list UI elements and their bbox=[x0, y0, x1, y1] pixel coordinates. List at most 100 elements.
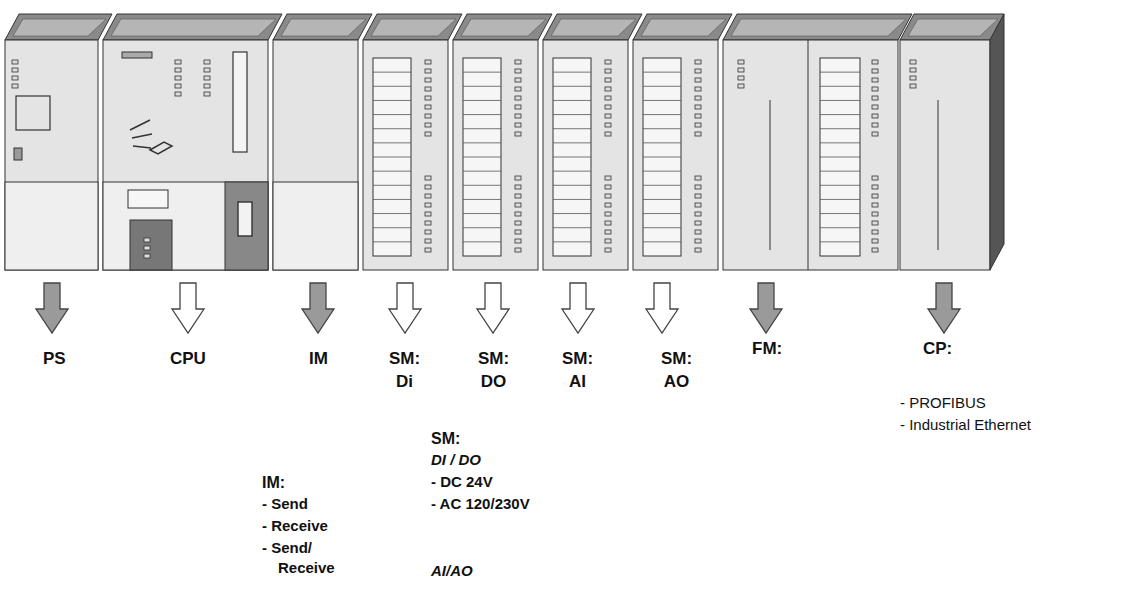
label-strip-row bbox=[820, 72, 860, 73]
signal-type: DI / DO bbox=[431, 450, 481, 470]
led bbox=[738, 60, 744, 64]
module-top bbox=[543, 14, 642, 40]
led bbox=[872, 176, 878, 180]
label-strip-row bbox=[820, 171, 860, 172]
label-strip-row bbox=[643, 100, 681, 101]
led bbox=[695, 87, 701, 91]
label-holder: - Send bbox=[262, 494, 308, 514]
led bbox=[910, 68, 916, 72]
led bbox=[425, 87, 431, 91]
led bbox=[872, 132, 878, 136]
label-holder: - DC 24V bbox=[431, 472, 493, 492]
led bbox=[204, 92, 210, 96]
label-holder: - Send/ Receive bbox=[262, 538, 370, 579]
rack-end-side bbox=[990, 14, 1004, 270]
cpu-mmc-cover bbox=[130, 220, 172, 270]
label-strip-row bbox=[463, 171, 501, 172]
label-strip-row bbox=[373, 241, 411, 242]
label-strip-row bbox=[463, 213, 501, 214]
led bbox=[695, 78, 701, 82]
led bbox=[515, 105, 521, 109]
label-holder: DI / DO bbox=[431, 450, 481, 470]
label-strip-row bbox=[553, 86, 591, 87]
led bbox=[872, 185, 878, 189]
led bbox=[910, 60, 916, 64]
led bbox=[12, 76, 18, 80]
led bbox=[605, 203, 611, 207]
label-strip-row bbox=[820, 128, 860, 129]
led bbox=[425, 132, 431, 136]
fm-groove bbox=[770, 100, 771, 250]
label-strip-row bbox=[553, 241, 591, 242]
led bbox=[872, 212, 878, 216]
signal-type: AI/AO bbox=[431, 561, 473, 581]
label-strip-row bbox=[373, 185, 411, 186]
label-holder: PS bbox=[43, 348, 66, 371]
module-top-slot bbox=[111, 19, 276, 36]
label-strip-row bbox=[643, 199, 681, 200]
led bbox=[425, 105, 431, 109]
module-front bbox=[900, 40, 990, 270]
led bbox=[605, 105, 611, 109]
led bbox=[872, 96, 878, 100]
module-top bbox=[5, 14, 112, 40]
led bbox=[12, 60, 18, 64]
label-holder: CP: bbox=[923, 338, 952, 361]
module-top bbox=[723, 14, 912, 40]
module-name: PS bbox=[43, 348, 66, 371]
led bbox=[605, 132, 611, 136]
module-top-slot bbox=[281, 19, 366, 36]
interface-module bbox=[273, 14, 372, 270]
led bbox=[695, 123, 701, 127]
label-strip-row bbox=[373, 213, 411, 214]
module-name: CP: bbox=[923, 338, 952, 361]
label-strip-row bbox=[373, 100, 411, 101]
module-front bbox=[273, 40, 358, 270]
led bbox=[515, 69, 521, 73]
led bbox=[515, 239, 521, 243]
led bbox=[872, 114, 878, 118]
label-holder: - AC 120/230V bbox=[431, 494, 530, 514]
led bbox=[425, 212, 431, 216]
label-strip-row bbox=[463, 199, 501, 200]
label-strip-row bbox=[643, 86, 681, 87]
down-arrow bbox=[750, 283, 782, 333]
led bbox=[175, 68, 181, 72]
label-strip-row bbox=[553, 199, 591, 200]
led bbox=[605, 78, 611, 82]
label-strip-row bbox=[820, 86, 860, 87]
signal-module bbox=[363, 14, 462, 270]
lower-cover bbox=[103, 182, 268, 270]
label-holder: SM: Di bbox=[389, 348, 420, 394]
network-type: - Industrial Ethernet bbox=[900, 415, 1031, 435]
led bbox=[515, 60, 521, 64]
down-arrow bbox=[928, 283, 960, 333]
label-strip bbox=[373, 58, 411, 256]
label-strip-row bbox=[553, 171, 591, 172]
led bbox=[910, 76, 916, 80]
led bbox=[605, 221, 611, 225]
led bbox=[425, 221, 431, 225]
led bbox=[515, 123, 521, 127]
led bbox=[695, 185, 701, 189]
label-strip-row bbox=[553, 227, 591, 228]
label-strip-row bbox=[820, 227, 860, 228]
label-strip-row bbox=[643, 114, 681, 115]
module-name: CPU bbox=[170, 348, 206, 371]
led bbox=[695, 114, 701, 118]
module-front bbox=[103, 40, 268, 270]
led bbox=[425, 60, 431, 64]
led bbox=[872, 78, 878, 82]
cp-groove bbox=[938, 100, 939, 250]
led bbox=[872, 230, 878, 234]
label-strip-row bbox=[643, 128, 681, 129]
led bbox=[425, 176, 431, 180]
led bbox=[515, 194, 521, 198]
label-strip bbox=[463, 58, 501, 256]
led bbox=[204, 76, 210, 80]
module-front bbox=[453, 40, 538, 270]
led bbox=[872, 69, 878, 73]
module-top-slot bbox=[731, 19, 906, 36]
label-holder: CPU bbox=[170, 348, 206, 371]
label-holder: AI/AO bbox=[431, 561, 473, 581]
